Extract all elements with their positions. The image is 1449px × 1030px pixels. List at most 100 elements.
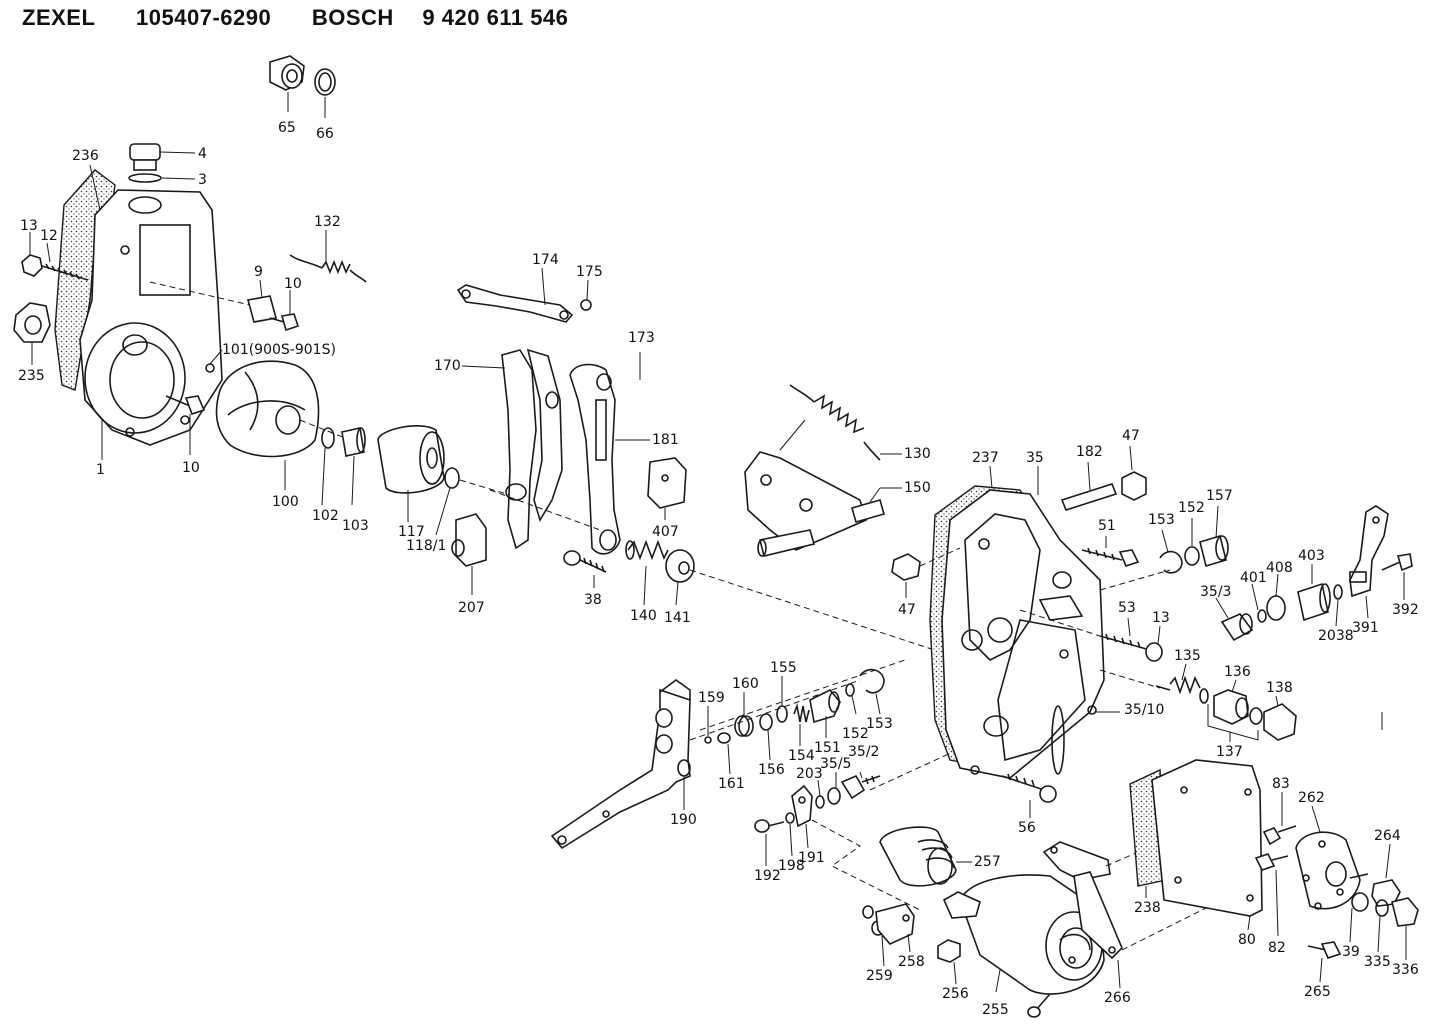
- part-2038-ring: [1333, 584, 1343, 600]
- label-part-151: 151: [814, 740, 841, 756]
- label-part-190: 190: [670, 812, 697, 828]
- part-35-3-adjuster: [1220, 613, 1254, 642]
- label-part-102: 102: [312, 508, 339, 524]
- part-191-plate: [791, 784, 813, 828]
- label-part-160: 160: [732, 676, 759, 692]
- part-47-plug-upper: [1121, 471, 1147, 501]
- part-182-pin: [1060, 483, 1118, 511]
- label-part-12: 12: [40, 228, 58, 244]
- label-part-161: 161: [718, 776, 745, 792]
- part-392-screw: [1381, 553, 1413, 572]
- label-part-403: 403: [1298, 548, 1325, 564]
- label-part-401: 401: [1240, 570, 1267, 586]
- label-part-103: 103: [342, 518, 369, 534]
- label-part-4: 4: [198, 146, 207, 162]
- part-181-lever: [569, 363, 621, 555]
- label-part-265: 265: [1304, 984, 1331, 1000]
- part-160-spacer: [734, 715, 754, 737]
- part-192-screw: [754, 819, 785, 833]
- label-part-159: 159: [698, 690, 725, 706]
- part-153-clip-lower: [859, 668, 885, 694]
- part-38-bolt: [563, 550, 607, 573]
- label-part-35-10: 35/10: [1124, 702, 1165, 718]
- part-56-bolt: [1001, 773, 1057, 803]
- part-1-governor-housing: [79, 189, 223, 446]
- label-part-238: 238: [1134, 900, 1161, 916]
- part-53-bolt: [1099, 633, 1163, 662]
- label-part-83: 83: [1272, 776, 1290, 792]
- part-13-nut: [21, 254, 43, 277]
- label-part-101: 101(900S-901S): [222, 342, 336, 358]
- part-9-bracket: [246, 295, 278, 323]
- label-part-173: 173: [628, 330, 655, 346]
- label-part-56: 56: [1018, 820, 1036, 836]
- part-135-spring-bolt: [1155, 675, 1209, 704]
- part-407-block: [647, 457, 687, 509]
- label-part-3: 3: [198, 172, 207, 188]
- label-part-255: 255: [982, 1002, 1009, 1018]
- label-part-13-left: 13: [20, 218, 38, 234]
- part-35-5-ring: [827, 787, 841, 805]
- part-391-bracket: [1349, 505, 1389, 598]
- part-117-coupling: [377, 425, 445, 494]
- label-part-66: 66: [316, 126, 334, 142]
- part-198-washer: [785, 812, 795, 824]
- label-part-10-upper: 10: [284, 276, 302, 292]
- part-156-shim: [759, 713, 773, 731]
- part-10-bolt-upper: [269, 313, 300, 332]
- part-35-governor-cover-plate: [941, 489, 1105, 779]
- label-part-203: 203: [796, 766, 823, 782]
- part-157-cap: [1199, 534, 1229, 568]
- label-part-336: 336: [1392, 962, 1419, 978]
- part-35-2-screw: [840, 774, 881, 800]
- label-part-65: 65: [278, 120, 296, 136]
- label-part-132: 132: [314, 214, 341, 230]
- label-part-47-upper: 47: [1122, 428, 1140, 444]
- label-part-51: 51: [1098, 518, 1116, 534]
- part-51-bolt: [1081, 547, 1140, 567]
- label-part-135: 135: [1174, 648, 1201, 664]
- part-118-1-ring: [444, 467, 460, 489]
- label-part-192: 192: [754, 868, 781, 884]
- label-part-35-5: 35/5: [820, 756, 852, 772]
- part-3-washer: [128, 173, 162, 183]
- part-175-clip: [580, 299, 592, 311]
- label-part-408: 408: [1266, 560, 1293, 576]
- label-part-100: 100: [272, 494, 299, 510]
- part-130-spring: [789, 384, 881, 461]
- label-part-153-upper: 153: [1148, 512, 1175, 528]
- part-83-screw: [1262, 825, 1297, 846]
- header-brand-zexel: ZEXEL: [22, 5, 96, 30]
- part-262-cover: [1295, 831, 1361, 910]
- label-part-152-upper: 152: [1178, 500, 1205, 516]
- label-part-335: 335: [1364, 954, 1391, 970]
- part-154-spring: [793, 703, 810, 723]
- part-138-cap-nut: [1263, 703, 1297, 741]
- part-80-cover: [1151, 759, 1263, 917]
- part-151-plunger: [809, 689, 841, 724]
- label-part-2038: 2038: [1318, 628, 1354, 644]
- label-part-141: 141: [664, 610, 691, 626]
- label-part-136: 136: [1224, 664, 1251, 680]
- part-335-washer: [1375, 899, 1389, 917]
- part-153-clip-upper: [1159, 550, 1183, 574]
- part-174-link: [456, 284, 574, 323]
- label-part-150: 150: [904, 480, 931, 496]
- part-140-spring: [625, 539, 669, 561]
- part-12-stud: [41, 263, 89, 281]
- part-258-bracket: [875, 903, 915, 945]
- part-10-bolt-lower: [165, 395, 206, 416]
- label-part-118-1: 118/1: [406, 538, 447, 554]
- label-part-155: 155: [770, 660, 797, 676]
- part-66-ring: [314, 68, 336, 96]
- part-152-ring-upper: [1184, 546, 1200, 566]
- label-part-152-lower: 152: [842, 726, 869, 742]
- part-336-cap: [1391, 897, 1419, 927]
- label-part-13-right: 13: [1152, 610, 1170, 626]
- label-part-117: 117: [398, 524, 425, 540]
- label-part-130: 130: [904, 446, 931, 462]
- part-403-sleeve: [1297, 582, 1331, 622]
- label-part-35-3: 35/3: [1200, 584, 1232, 600]
